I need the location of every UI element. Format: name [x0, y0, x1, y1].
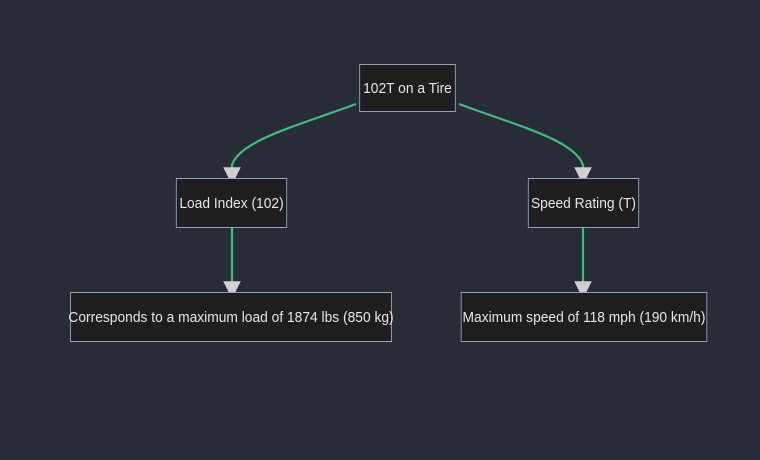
edge-root-to-speed-rating: [458, 102, 592, 185]
node-root-tire-code: 102T on a Tire: [359, 64, 456, 112]
node-speed-detail: Maximum speed of 118 mph (190 km/h): [460, 292, 708, 342]
node-load-detail: Corresponds to a maximum load of 1874 lb…: [68, 292, 394, 342]
edge-root-to-load-index: [223, 102, 357, 185]
node-load-index: Load Index (102): [175, 178, 288, 228]
node-speed-rating: Speed Rating (T): [527, 178, 640, 228]
